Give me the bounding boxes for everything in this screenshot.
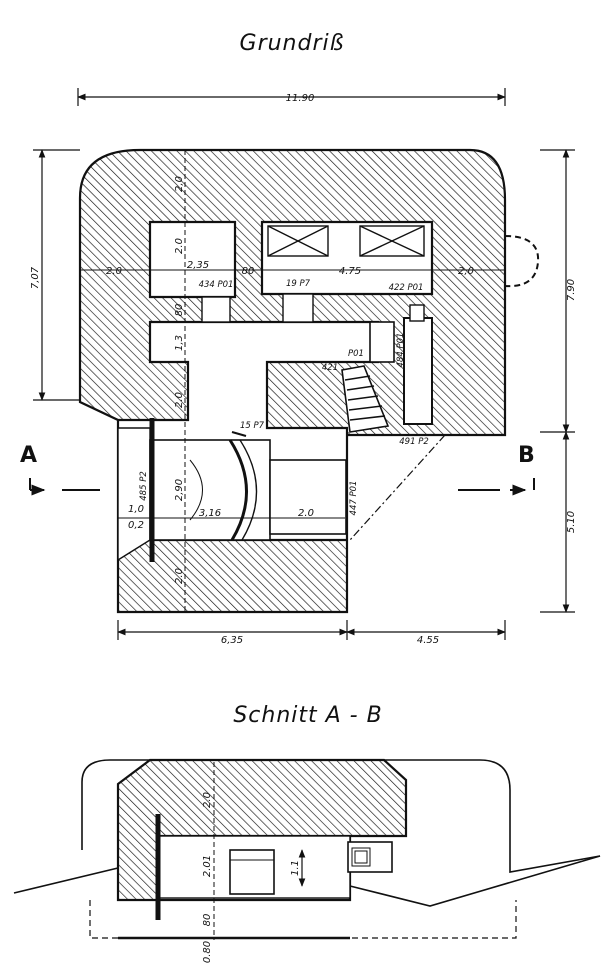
door-swing (504, 235, 540, 288)
plan-concrete (78, 148, 507, 614)
label-front-plate: 485 P2 (139, 471, 149, 500)
door-openings (201, 293, 314, 323)
label-vent-right: 484 P01 (396, 333, 406, 368)
dim-bottom-wall: 2.0 (174, 568, 185, 584)
plan-title: Grundriß (240, 31, 345, 56)
label-stair-side: 421 (322, 363, 338, 373)
dim-right-wall: 2,0 (458, 266, 474, 277)
stair (341, 365, 390, 433)
section-title: Schnitt A - B (233, 703, 382, 728)
section-view: 2.0 2.01 1.1 80 0.80 (13, 758, 601, 963)
dim-inner-wall-a: 80 (174, 304, 185, 317)
dim-room-left-height: 2.0 (174, 238, 185, 254)
label-door-right-room: 19 P7 (286, 279, 311, 289)
gun-room (149, 431, 347, 541)
section-dim-room: 2.01 (202, 855, 213, 877)
dim-right-upper: 7.90 (566, 279, 577, 301)
label-exit-door: 447 P01 (349, 481, 359, 516)
dim-room-right-width: 4.75 (339, 266, 361, 277)
label-embrasure: 15 P7 (240, 421, 265, 431)
plan-part-labels: 434 P01 19 P7 422 P01 484 P01 P01 421 49… (139, 279, 429, 515)
dim-passage-length: 2.0 (298, 508, 314, 519)
label-stair-top: P01 (348, 349, 364, 359)
dim-front-a: 1,0 (128, 504, 144, 515)
dim-gun-room-height: 2,90 (174, 479, 185, 501)
section-dim-floor: 80 (202, 914, 213, 927)
label-door-left-room: 434 P01 (199, 280, 234, 290)
dim-inner-wall-b: 1,3 (174, 335, 185, 351)
dim-total-width: 11.90 (286, 93, 315, 104)
section-dim-roof: 2.0 (202, 792, 213, 808)
vent-block (369, 304, 433, 425)
dim-right-lower: 5.10 (566, 511, 577, 533)
section-markers: A B (20, 443, 535, 496)
floor-plan (78, 148, 540, 614)
marker-b: B (518, 443, 535, 468)
dim-front-b: 0,2 (128, 520, 144, 531)
label-door-right-corner: 422 P01 (389, 283, 424, 293)
section-dim-base: 0.80 (202, 941, 213, 963)
dim-corridor-wall: 2.0 (174, 392, 185, 408)
dim-gun-room-depth: 3,16 (199, 508, 221, 519)
earth-outline (81, 759, 601, 873)
dim-room-left-width: 2,35 (187, 260, 209, 271)
dimension-lines (33, 88, 575, 640)
dim-partition: 80 (242, 266, 255, 277)
diagonal-line (349, 434, 446, 541)
dim-bottom-left: 6,35 (221, 635, 243, 646)
dim-bottom-right: 4.55 (417, 635, 439, 646)
plan-dimension-text: 11.90 7,07 7.90 5.10 6,35 4.55 2.0 2,35 … (30, 93, 577, 646)
section-dim-opening: 1.1 (290, 860, 301, 876)
marker-a: A (20, 443, 37, 468)
dim-top-wall: 2,0 (174, 176, 185, 192)
label-door-bottom-right: 491 P2 (399, 437, 428, 447)
dim-left-wall: 2.0 (106, 266, 122, 277)
crossed-boxes (267, 225, 425, 257)
dim-left-height: 7,07 (30, 266, 41, 289)
